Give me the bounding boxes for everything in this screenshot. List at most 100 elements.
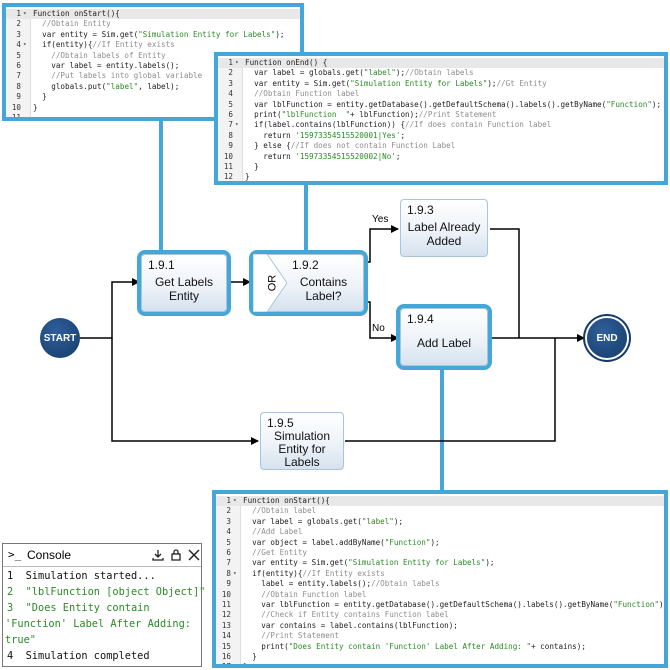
code-text: } (33, 102, 38, 112)
code-line[interactable]: 2 //Obtain label (216, 506, 664, 516)
download-icon[interactable] (152, 549, 164, 561)
line-number: 12 (221, 610, 231, 620)
code-line[interactable]: 10 return '15973354515520002|No'; (218, 152, 664, 162)
console-panel[interactable]: >_ Console 1 Simulation started...2 "lbl… (2, 543, 205, 667)
code-line[interactable]: 7 var entity = Sim.get("Simulation Entit… (216, 558, 664, 568)
code-line[interactable]: 5 //Obtain labels of Entity (6, 51, 300, 61)
code-line[interactable]: 13 (218, 183, 664, 185)
code-line[interactable]: 16 } (216, 652, 664, 662)
lock-icon[interactable] (170, 549, 182, 561)
code-line[interactable]: 4▾ if(entity){//If Entity exists (6, 40, 300, 50)
code-line[interactable]: 6 //Get Entity (216, 548, 664, 558)
line-number: 7 (16, 71, 21, 81)
line-number: 3 (226, 516, 231, 526)
code-line[interactable]: 1▾Function onStart(){ (216, 496, 664, 507)
node-simulation-entity-for-labels[interactable]: 1.9.5 Simulation Entity for Labels (260, 412, 344, 470)
code-line[interactable]: 1▾Function onEnd() { (218, 58, 664, 69)
line-number: 11 (221, 600, 231, 609)
code-line[interactable]: 14 //Print Statement (216, 631, 664, 641)
fold-arrow-icon[interactable]: ▾ (235, 59, 239, 66)
code-line[interactable]: 11 } (218, 162, 664, 172)
node-get-labels-entity[interactable]: 1.9.1 Get Labels Entity (137, 250, 231, 316)
code-line[interactable]: 9 } else {//If does not contain Function… (218, 141, 664, 151)
fold-arrow-icon[interactable]: ▾ (233, 569, 237, 577)
code-line[interactable]: 15 print("Does Entity contain 'Function'… (216, 642, 664, 652)
console-line: 1 Simulation started... (7, 570, 156, 582)
console-line: true" (5, 634, 36, 646)
node-add-label[interactable]: 1.9.4 Add Label (396, 304, 492, 370)
fold-arrow-icon[interactable]: ▾ (233, 497, 237, 504)
code-editor[interactable]: 1▾Function onEnd() {2 var label = global… (218, 58, 664, 185)
code-line[interactable]: 11 var lblFunction = entity.getDatabase(… (216, 600, 664, 610)
node-label-already-added[interactable]: 1.9.3 Label Already Added (400, 199, 488, 257)
line-number: 3 (16, 29, 21, 39)
code-text: globals.put("label", label); (33, 81, 180, 91)
code-line[interactable]: 10} (6, 103, 300, 113)
code-line[interactable]: 3 var entity = Sim.get("Simulation Entit… (218, 79, 664, 89)
code-line[interactable]: 7▾ if(label.contains(lblFunction)) {//If… (218, 120, 664, 130)
line-number: 13 (218, 183, 233, 185)
line-number: 7 (226, 558, 231, 568)
code-line[interactable]: 1▾Function onStart(){ (6, 9, 300, 20)
code-line[interactable]: 8 globals.put("label", label); (6, 82, 300, 92)
line-number: 2 (226, 506, 231, 516)
code-line[interactable]: 9 } (6, 92, 300, 102)
code-line[interactable]: 12} (218, 172, 664, 182)
code-line[interactable]: 2 //Obtain Entity (6, 19, 300, 29)
code-text: var label = globals.get("label");//Obtai… (245, 68, 474, 78)
code-line[interactable]: 6 print("lblFunction "+ lblFunction);//P… (218, 110, 664, 120)
no-label: No (372, 323, 385, 334)
fold-arrow-icon[interactable]: ▾ (23, 10, 27, 17)
line-number: 13 (221, 620, 231, 630)
node-label: Label? (305, 289, 342, 303)
fold-arrow-icon[interactable]: ▾ (235, 121, 239, 129)
code-line[interactable]: 12 //Check if Entity contains Function l… (216, 610, 664, 620)
code-line[interactable]: 5 var lblFunction = entity.getDatabase()… (218, 100, 664, 110)
line-number: 11 (11, 113, 21, 121)
code-text: var entity = Sim.get("Simulation Entity … (245, 78, 547, 88)
node-id: 1.9.3 (407, 203, 434, 217)
line-number: 5 (16, 50, 21, 60)
code-line[interactable]: 6 var label = entity.labels(); (6, 61, 300, 71)
code-line[interactable]: 10 //Obtain Function label (216, 590, 664, 600)
code-line[interactable]: 4 //Obtain Function label (218, 89, 664, 99)
code-line[interactable]: 5 var object = label.addByName("Function… (216, 538, 664, 548)
start-node[interactable]: START (40, 318, 80, 358)
code-text: if(entity){//If Entity exists (243, 568, 385, 578)
code-line[interactable]: 13 var contains = label.contains(lblFunc… (216, 621, 664, 631)
code-panel-onend[interactable]: 1▾Function onEnd() {2 var label = global… (214, 52, 668, 185)
code-line[interactable]: 9 label = entity.labels();//Obtain label… (216, 579, 664, 589)
line-number: 12 (223, 172, 233, 182)
code-text: Function onStart(){ (33, 9, 120, 18)
line-number: 1 (226, 496, 231, 505)
code-text: } (243, 662, 248, 668)
code-line[interactable]: 3 var entity = Sim.get("Simulation Entit… (6, 30, 300, 40)
line-number: 10 (221, 589, 231, 599)
code-line[interactable]: 2 var label = globals.get("label");//Obt… (218, 68, 664, 78)
code-text: var label = globals.get("label"); (243, 516, 404, 526)
node-id: 1.9.4 (407, 312, 434, 326)
line-number: 14 (221, 631, 231, 641)
or-gate-label: OR (266, 274, 279, 292)
code-line[interactable]: 8▾ if(entity){//If Entity exists (216, 569, 664, 579)
fold-arrow-icon[interactable]: ▾ (23, 41, 27, 49)
end-node[interactable]: END (587, 318, 627, 358)
line-number: 4 (226, 527, 231, 537)
line-number: 4 (228, 89, 233, 99)
code-line[interactable]: 4 //Add Label (216, 527, 664, 537)
code-text: var contains = label.contains(lblFunctio… (243, 620, 458, 630)
close-icon[interactable] (188, 549, 200, 561)
code-text: return '15973354515520001|Yes'; (245, 130, 406, 140)
code-text: var entity = Sim.get("Simulation Entity … (243, 558, 495, 568)
code-line[interactable]: 8 return '15973354515520001|Yes'; (218, 131, 664, 141)
code-line[interactable]: 17} (216, 662, 664, 668)
code-line[interactable]: 3 var label = globals.get("label"); (216, 517, 664, 527)
line-number: 2 (16, 19, 21, 29)
line-number: 6 (228, 110, 233, 119)
code-line[interactable]: 7 //Put labels into global variable (6, 71, 300, 81)
code-line[interactable]: 11 (6, 113, 300, 121)
node-contains-label[interactable]: OR 1.9.2 Contains Label? (249, 250, 368, 316)
